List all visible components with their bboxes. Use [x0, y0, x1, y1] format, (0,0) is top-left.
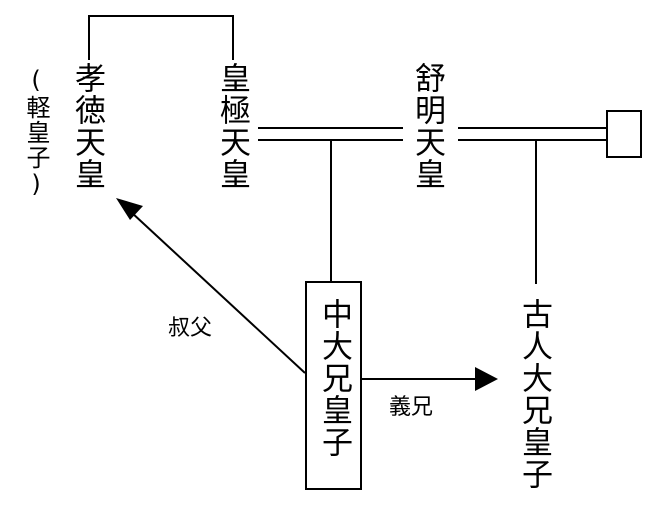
naka-no-oe-box [305, 281, 362, 490]
uncle-label: 叔父 [168, 316, 213, 341]
furuhito-name: 古人大兄皇子 [516, 298, 552, 490]
jomei-name: 舒明天皇 [409, 62, 445, 190]
naka-no-oe-name: 中大兄皇子 [316, 298, 352, 458]
uncle-arrowhead [116, 198, 143, 220]
brother-label: 義兄 [389, 395, 434, 420]
brother-arrowhead [475, 367, 498, 391]
kogyoku-name: 皇極天皇 [214, 62, 250, 190]
kotoku-name: 孝徳天皇 [69, 62, 105, 190]
sibling-bracket [88, 15, 234, 60]
uncle-arrow-shaft [130, 211, 306, 374]
unknown-consort-box [606, 110, 642, 158]
kotoku-alias: (軽皇子) [22, 66, 50, 199]
